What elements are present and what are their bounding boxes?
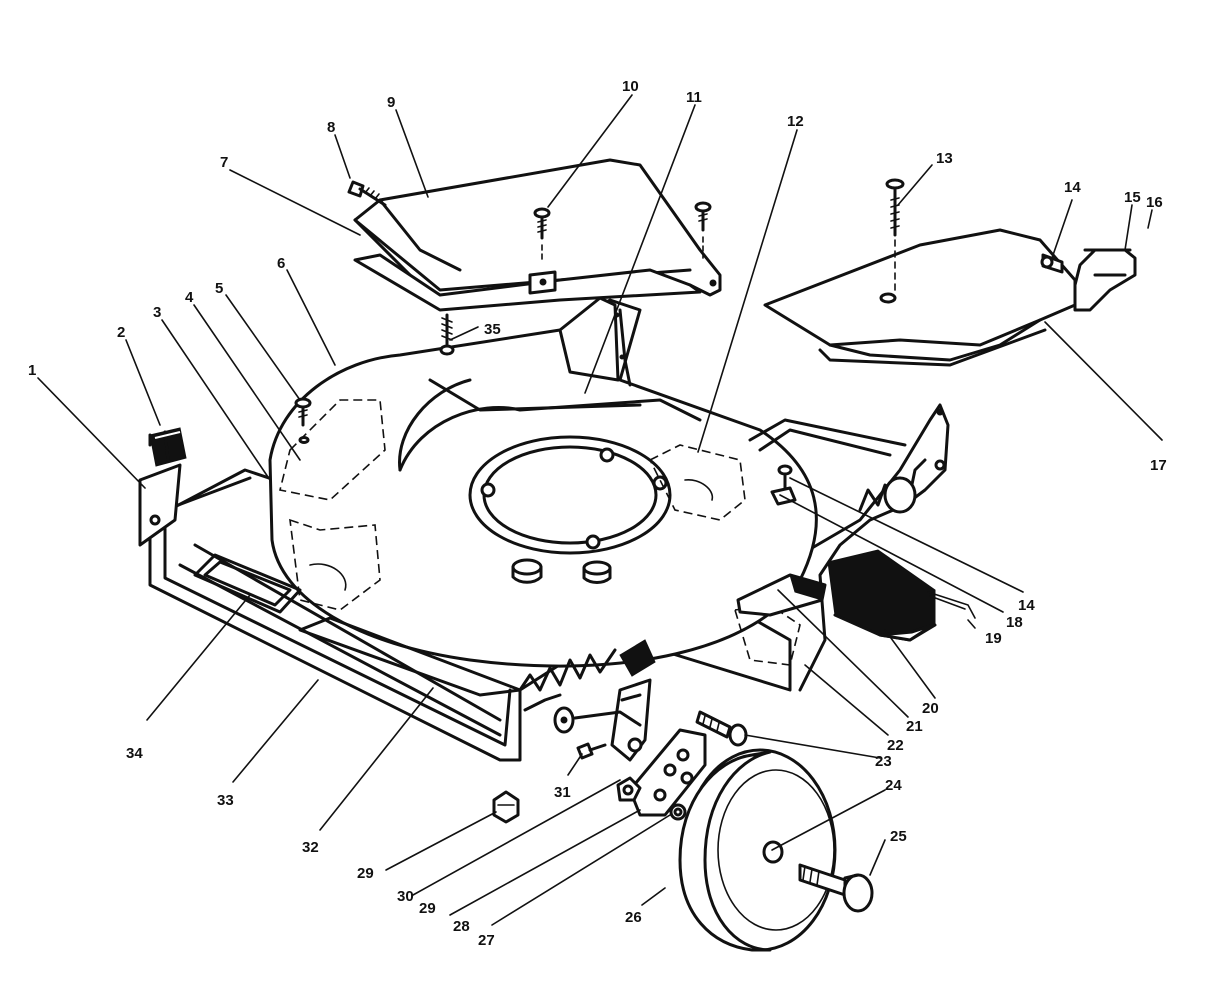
callout-10: 10 [622, 78, 639, 95]
callout-8: 8 [327, 119, 335, 136]
callout-32: 32 [302, 839, 319, 856]
callout-labels: 1 2 3 4 5 6 7 8 9 10 11 12 13 14 15 16 1… [28, 78, 1167, 949]
callout-5: 5 [215, 280, 223, 297]
callout-22: 22 [887, 737, 904, 754]
side-discharge-door [763, 228, 1137, 367]
callout-29-upper: 29 [419, 900, 436, 917]
callout-20: 20 [922, 700, 939, 717]
callout-14-upper: 14 [1064, 179, 1081, 196]
callout-9: 9 [387, 94, 395, 111]
callout-6: 6 [277, 255, 285, 272]
callout-31: 31 [554, 784, 571, 801]
callout-25: 25 [890, 828, 907, 845]
callout-30: 30 [397, 888, 414, 905]
callout-16: 16 [1146, 194, 1163, 211]
callout-27: 27 [478, 932, 495, 949]
callout-35: 35 [484, 321, 501, 338]
callout-17: 17 [1150, 457, 1167, 474]
mower-housing [138, 296, 950, 762]
callout-29-lower: 29 [357, 865, 374, 882]
handle-knob [148, 427, 187, 467]
callout-34: 34 [126, 745, 143, 762]
callout-1: 1 [28, 362, 36, 379]
callout-24: 24 [885, 777, 902, 794]
callout-33: 33 [217, 792, 234, 809]
callout-28: 28 [453, 918, 470, 935]
callout-23: 23 [875, 753, 892, 770]
callout-7: 7 [220, 154, 228, 171]
wheel-assembly [492, 639, 874, 952]
callout-2: 2 [117, 324, 125, 341]
callout-14-lower: 14 [1018, 597, 1035, 614]
callout-12: 12 [787, 113, 804, 130]
fasteners [294, 178, 905, 506]
rear-baffle [736, 573, 827, 617]
rear-flap [827, 549, 976, 642]
leader-lines [37, 94, 1163, 926]
callout-26: 26 [625, 909, 642, 926]
callout-13: 13 [936, 150, 953, 167]
callout-21: 21 [906, 718, 923, 735]
callout-4: 4 [185, 289, 194, 306]
callout-18: 18 [1006, 614, 1023, 631]
callout-15: 15 [1124, 189, 1141, 206]
callout-19: 19 [985, 630, 1002, 647]
callout-11: 11 [686, 89, 702, 106]
callout-3: 3 [153, 304, 161, 321]
